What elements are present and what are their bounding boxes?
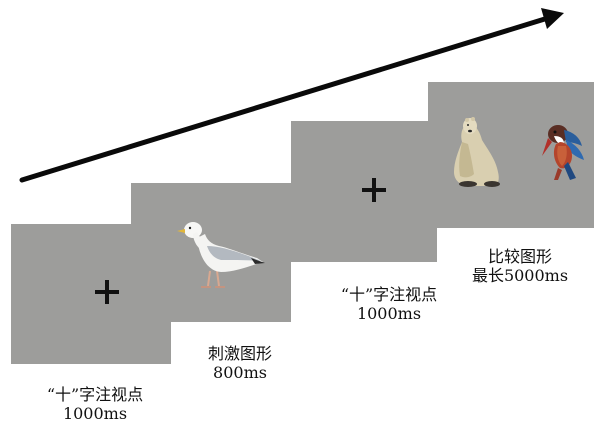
step-label-name: 刺激图形 xyxy=(207,344,272,363)
seagull-image xyxy=(177,222,265,288)
kingfisher-image xyxy=(542,125,584,180)
step-label-duration: 1000ms xyxy=(62,404,128,423)
fixation-screen-2 xyxy=(291,121,437,262)
comparison-screen xyxy=(428,82,594,228)
step-label-fixation-1: “十”字注视点 1000ms xyxy=(20,385,170,423)
polar-bear-image xyxy=(454,117,500,187)
step-label-duration: 800ms xyxy=(213,363,267,382)
stimulus-screen xyxy=(131,183,291,322)
step-label-duration: 1000ms xyxy=(356,304,422,323)
step-label-comparison: 比较图形 最长5000ms xyxy=(460,247,580,285)
step-label-name: “十”字注视点 xyxy=(340,285,438,304)
step-label-name: “十”字注视点 xyxy=(46,385,144,404)
step-label-fixation-2: “十”字注视点 1000ms xyxy=(314,285,464,323)
fixation-cross-icon xyxy=(362,178,386,202)
step-label-name: 比较图形 xyxy=(487,247,552,266)
step-label-stimulus: 刺激图形 800ms xyxy=(180,344,300,382)
step-label-duration: 最长5000ms xyxy=(471,266,569,285)
fixation-cross-icon xyxy=(95,280,119,304)
